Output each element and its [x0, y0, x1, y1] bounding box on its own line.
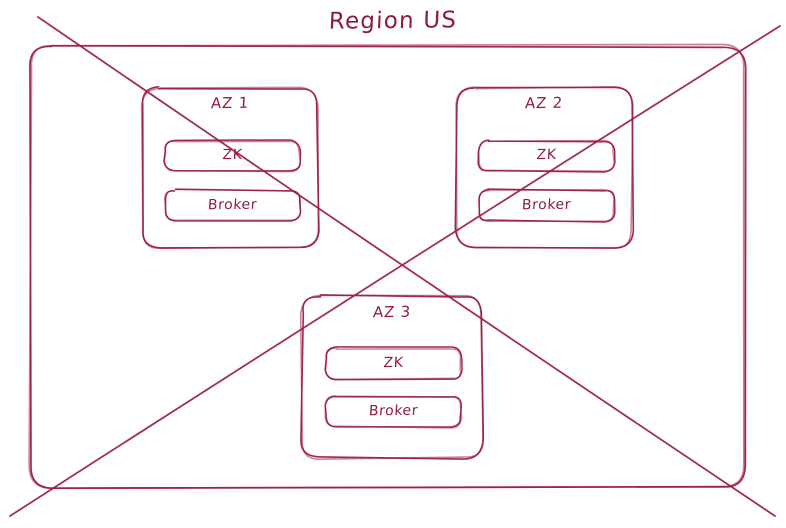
az-3-box	[299, 294, 484, 460]
az-1-broker-label: Broker	[207, 196, 258, 214]
az-1-zk-label: ZK	[222, 146, 243, 164]
region-box	[29, 44, 747, 490]
az3-zk-box	[324, 347, 462, 381]
region-box	[28, 43, 745, 490]
az-2-zk-label: ZK	[536, 146, 557, 164]
az-1-label: AZ 1	[210, 93, 250, 113]
az1-zk-box	[163, 140, 302, 173]
az-2-box	[455, 85, 634, 249]
az-3-label: AZ 3	[372, 302, 412, 322]
az-2-label: AZ 2	[524, 93, 564, 113]
az-2-broker-label: Broker	[521, 196, 572, 214]
az-3-zk-label: ZK	[383, 354, 404, 372]
cross-out-line-2	[9, 25, 781, 517]
cross-out-line-1	[37, 16, 776, 517]
az2-broker-box	[478, 188, 615, 223]
az-1-box	[140, 86, 320, 249]
az3-broker-box	[324, 395, 463, 429]
az2-zk-box	[478, 139, 615, 172]
az-3-broker-label: Broker	[368, 402, 419, 420]
